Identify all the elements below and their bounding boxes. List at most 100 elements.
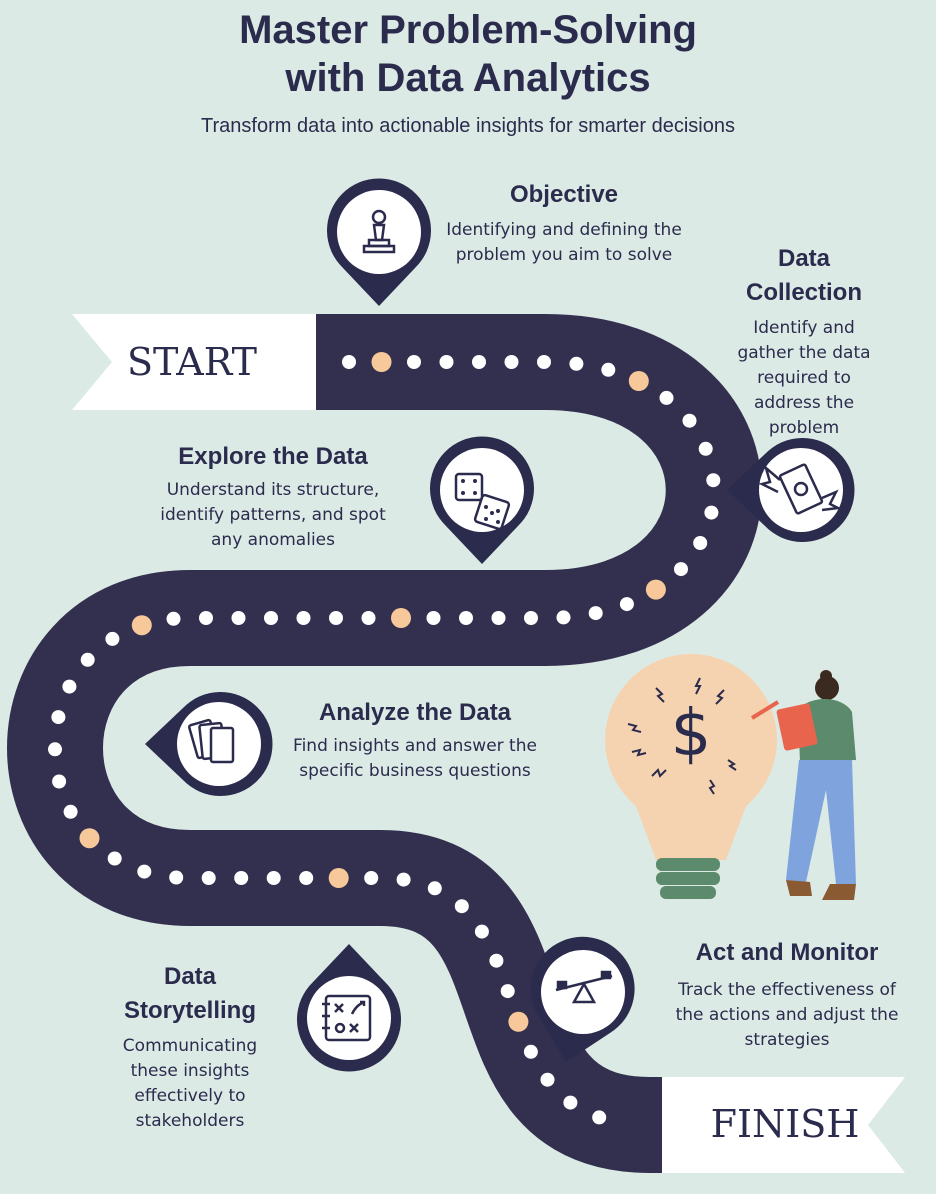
- step-analyze: Analyze the Data Find insights and answe…: [290, 696, 540, 784]
- finish-label: FINISH: [710, 1102, 860, 1146]
- road-milestone-dot: [645, 579, 666, 600]
- step-objective: Objective Identifying and defining the p…: [440, 178, 688, 268]
- road-dot: [563, 1095, 578, 1110]
- step-title: Objective: [509, 181, 619, 208]
- road-dot: [659, 390, 674, 405]
- road-dot: [556, 610, 571, 625]
- step-explore: Explore the Data Understand its structur…: [148, 440, 398, 553]
- road-dots: [48, 352, 721, 1125]
- road-dot: [266, 871, 281, 885]
- road-dot: [201, 871, 216, 885]
- finish-banner: [662, 1077, 905, 1173]
- road-milestone-dot: [391, 608, 411, 628]
- road-dot: [674, 562, 688, 577]
- road-dot: [62, 679, 77, 694]
- road-dot: [105, 631, 120, 646]
- strategy-board-icon: [322, 994, 372, 1042]
- road-milestone-dot: [371, 352, 392, 372]
- road-dot: [682, 413, 697, 428]
- road-dot: [166, 611, 181, 626]
- road-dot: [199, 611, 213, 625]
- road-dot: [234, 871, 249, 885]
- step-description: Communicating these insights effectively…: [122, 1036, 258, 1131]
- road-dot: [52, 774, 67, 789]
- road-milestone-dot: [131, 615, 152, 636]
- road-dot: [364, 871, 379, 885]
- pin-objective: [327, 178, 432, 306]
- road-dot: [601, 362, 616, 377]
- road-milestone-dot: [79, 828, 100, 849]
- pin-analyze: [145, 692, 273, 796]
- road-dot: [459, 611, 473, 625]
- step-data-collection: Data Collection Identify and gather the …: [730, 242, 878, 441]
- road-dot: [704, 505, 719, 520]
- dice-icon: [454, 472, 511, 531]
- road-dot: [396, 872, 411, 887]
- road-dot: [342, 355, 356, 369]
- road-dot: [540, 1072, 555, 1087]
- road-dot: [619, 597, 634, 612]
- title-line-1: Master Problem-Solving: [239, 8, 697, 52]
- road-dot: [524, 611, 538, 625]
- chess-pawn-icon: [362, 209, 396, 254]
- road-dot: [504, 355, 519, 369]
- road-dot: [48, 742, 62, 757]
- step-description: Track the effectiveness of the actions a…: [675, 980, 899, 1050]
- road-dot: [698, 441, 713, 456]
- road-dot: [329, 611, 343, 625]
- pin-explore: [430, 436, 534, 564]
- pin-storytelling: [297, 944, 401, 1072]
- road-milestone-dot: [508, 1011, 529, 1032]
- page-subtitle: Transform data into actionable insights …: [201, 115, 735, 137]
- road-dot: [439, 355, 454, 369]
- step-title: Explore the Data: [178, 443, 368, 470]
- road-dot: [51, 710, 66, 725]
- dollar-sign: $: [670, 697, 712, 771]
- road-dot: [137, 864, 152, 879]
- road-dot: [63, 804, 78, 819]
- road-dot: [454, 899, 469, 914]
- road-dot: [474, 924, 489, 939]
- step-description: Find insights and answer the specific bu…: [293, 736, 537, 781]
- page-title: Master Problem-Solving with Data Analyti…: [0, 6, 936, 102]
- road-dot: [500, 984, 515, 999]
- road-dot: [407, 355, 421, 369]
- road-dot: [426, 611, 441, 625]
- road-dot: [80, 652, 95, 667]
- road-dot: [592, 1110, 607, 1125]
- start-label: START: [126, 340, 258, 384]
- flying-money-icon: [758, 463, 843, 515]
- road-dot: [523, 1044, 538, 1059]
- cards-icon: [187, 718, 235, 764]
- road-dot: [231, 611, 246, 625]
- pin-act-monitor: [530, 936, 635, 1062]
- road-dot: [588, 606, 603, 621]
- seesaw-icon: [555, 970, 613, 1004]
- step-act-monitor: Act and Monitor Track the effectiveness …: [662, 936, 912, 1053]
- road-dot: [107, 851, 122, 866]
- start-banner: [72, 314, 316, 410]
- road-dot: [693, 536, 708, 550]
- step-title: Data Storytelling: [123, 963, 256, 1024]
- road-dot: [264, 611, 278, 625]
- step-title: Analyze the Data: [318, 699, 512, 726]
- road-milestone-dot: [628, 371, 649, 391]
- road-dot: [427, 881, 442, 896]
- step-description: Identifying and defining the problem you…: [446, 220, 682, 265]
- road-dot: [489, 953, 504, 968]
- road-dot: [169, 870, 184, 885]
- step-storytelling: Data Storytelling Communicating these in…: [100, 960, 280, 1134]
- road-dot: [706, 473, 721, 488]
- road-dot: [361, 611, 376, 625]
- lightbulb-person-icon: [605, 654, 856, 900]
- step-title: Act and Monitor: [695, 939, 879, 966]
- road-dot: [491, 611, 506, 625]
- road-dot: [299, 871, 314, 885]
- title-line-2: with Data Analytics: [285, 56, 651, 100]
- step-title: Data Collection: [745, 245, 862, 306]
- pin-data-collection: [727, 438, 855, 542]
- road-dot: [537, 355, 551, 369]
- road-dot: [569, 356, 584, 371]
